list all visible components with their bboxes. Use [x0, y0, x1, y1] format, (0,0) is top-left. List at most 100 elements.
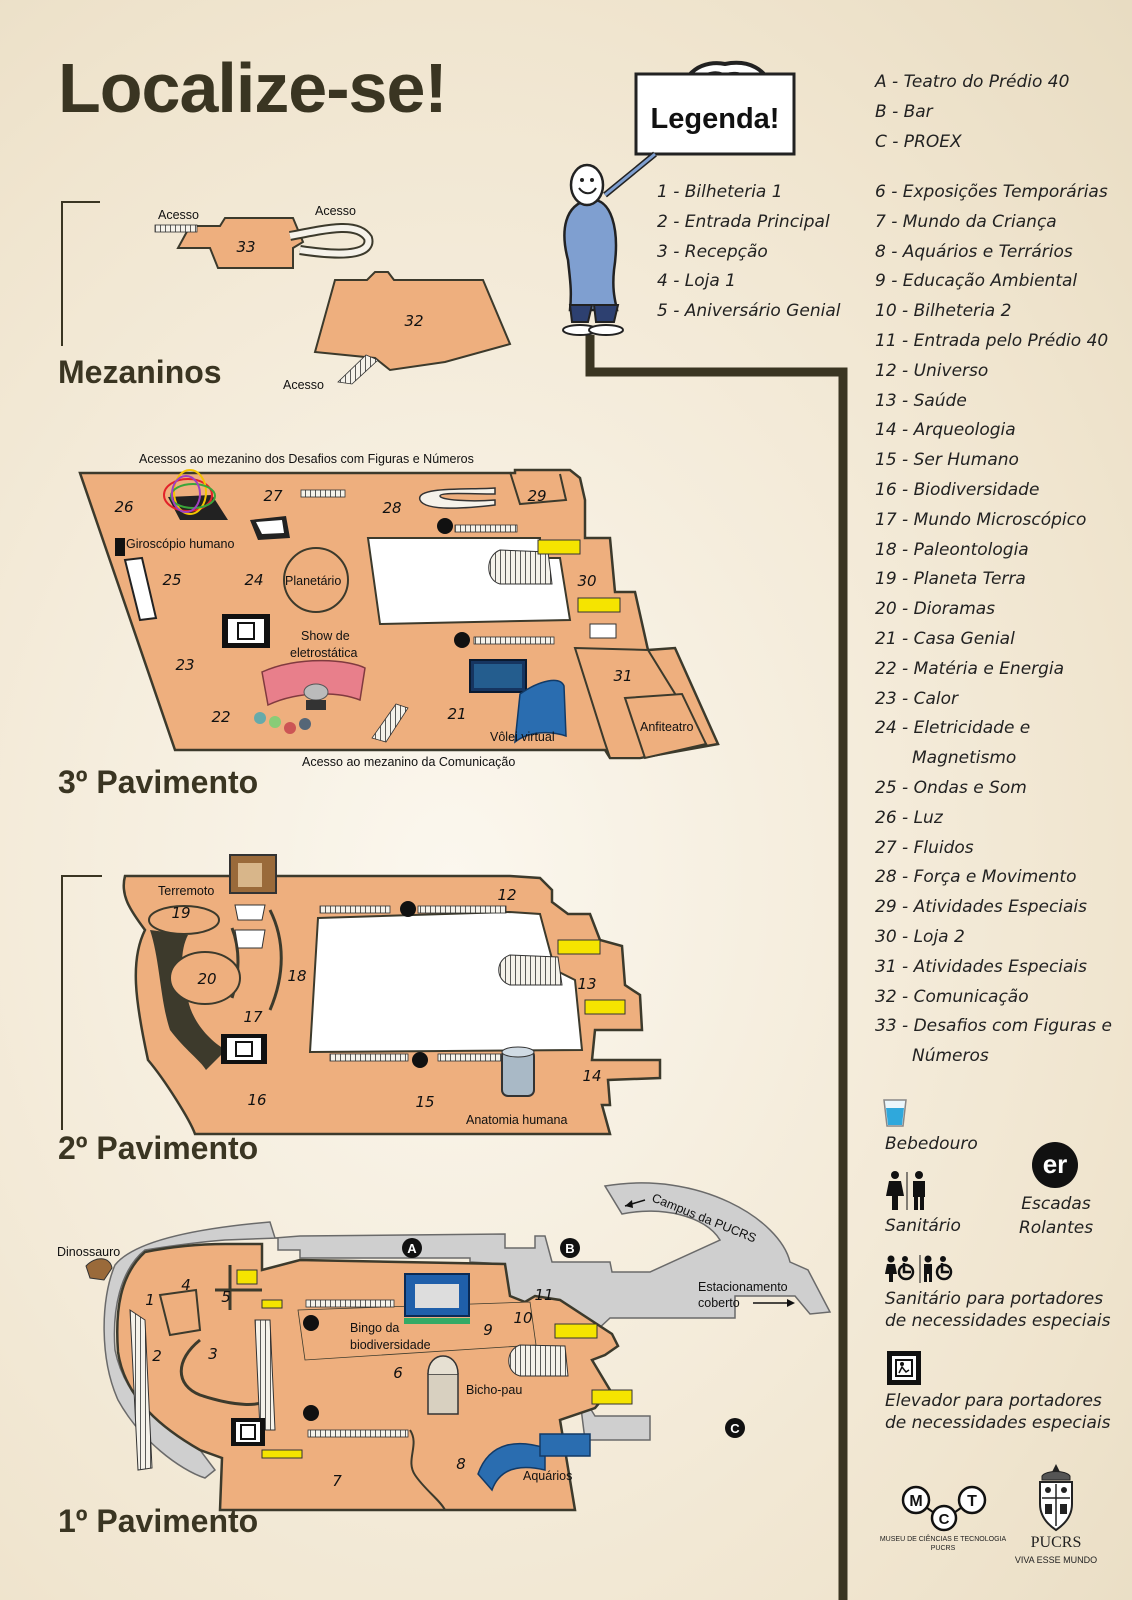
legend-item: 12 - Universo — [875, 360, 989, 381]
floor-title-3: 3º Pavimento — [58, 764, 259, 800]
legend-item: 31 - Atividades Especiais — [875, 956, 1088, 977]
pucrs-logo: PUCRS VIVA ESSE MUNDO — [1006, 1462, 1106, 1572]
legend-letters: A - Teatro do Prédio 40 B - Bar C - PROE… — [875, 68, 1069, 157]
area-number-3: 3 — [208, 1345, 218, 1363]
escalator-label: Escadas Rolantes — [1018, 1192, 1094, 1240]
floor-1-plan: A B C Dinossauro Bingo da biodiversidade… — [57, 1182, 832, 1512]
area-number-6: 6 — [393, 1364, 403, 1382]
legend-item: 11 - Entrada pelo Prédio 40 — [875, 330, 1109, 351]
label-show-line1: Show de — [301, 629, 350, 643]
legend-item: 15 - Ser Humano — [875, 450, 1019, 471]
marker-a: A — [407, 1241, 417, 1256]
accessible-toilet-line1: Sanitário para portadores — [885, 1289, 1104, 1309]
pucrs-name: PUCRS — [1030, 1534, 1082, 1551]
floor-3-plan: Acessos ao mezanino dos Desafios com Fig… — [78, 452, 720, 769]
legend-item: 16 - Biodiversidade — [875, 479, 1040, 500]
legend-item: 20 - Dioramas — [875, 599, 996, 620]
legend-list-left: 1 - Bilheteria 1 2 - Entrada Principal 3… — [657, 178, 840, 327]
area-number-2: 2 — [152, 1347, 162, 1365]
toilet-label: Sanitário — [885, 1216, 961, 1236]
mct-logo: M C T MUSEU DE CIÊNCIAS E TECNOLOGIA PUC… — [878, 1484, 1008, 1558]
area-number-31: 31 — [613, 667, 632, 685]
elevator-icon — [887, 1351, 921, 1385]
area-number-29: 29 — [527, 487, 546, 505]
legend-item: 29 - Atividades Especiais — [875, 897, 1088, 918]
legend-item: 22 - Matéria e Energia — [875, 658, 1065, 679]
legend-item: 8 - Aquários e Terrários — [875, 241, 1073, 262]
elevator-label: Elevador para portadores de necessidades… — [885, 1390, 1110, 1434]
area-number-17: 17 — [243, 1008, 263, 1026]
legend-item: 32 - Comunicação — [875, 986, 1029, 1007]
label-volei-virtual: Vôlei virtual — [490, 730, 555, 744]
area-number-24: 24 — [244, 571, 263, 589]
legend-item: 10 - Bilheteria 2 — [875, 301, 1012, 322]
area-number-32: 32 — [404, 312, 423, 330]
label-show-line2: eletrostática — [290, 646, 357, 660]
label-bingo-line1: Bingo da — [350, 1321, 399, 1335]
legend-item: 19 - Planeta Terra — [875, 569, 1026, 590]
area-number-28: 28 — [382, 499, 401, 517]
accessible-toilet-icon — [885, 1255, 953, 1283]
mct-pucrs: PUCRS — [930, 1545, 956, 1552]
label-estacionamento-line1: Estacionamento — [698, 1280, 788, 1294]
escalator-label-line1: Escadas — [1021, 1194, 1091, 1214]
floor-3-top-note: Acessos ao mezanino dos Desafios com Fig… — [139, 452, 474, 466]
floor-2-plan: Terremoto Anatomia humana 19 12 18 20 13… — [122, 854, 662, 1136]
escalator-icon: er — [1032, 1142, 1078, 1188]
label-aquarios: Aquários — [523, 1469, 572, 1483]
area-number-21: 21 — [447, 705, 466, 723]
area-number-23: 23 — [175, 656, 194, 674]
legend-item: 5 - Aniversário Genial — [657, 301, 841, 322]
floor-title-mezzanine: Mezaninos — [58, 354, 222, 390]
legend-item: 24 - Eletricidade e — [875, 718, 1031, 739]
label-giroscopio: Giroscópio humano — [126, 537, 234, 551]
area-number-11: 11 — [534, 1286, 553, 1304]
label-dinossauro: Dinossauro — [57, 1245, 120, 1259]
area-number-7: 7 — [332, 1472, 342, 1490]
pucrs-slogan: VIVA ESSE MUNDO — [1014, 1555, 1098, 1565]
toilet-icon — [886, 1171, 925, 1210]
page-title: Localize-se! — [58, 49, 448, 127]
legend-item: 13 - Saúde — [875, 390, 967, 411]
area-number-27: 27 — [263, 487, 283, 505]
legend-item: 26 - Luz — [875, 807, 943, 828]
escalator-label-line2: Rolantes — [1018, 1218, 1094, 1238]
area-number-1: 1 — [145, 1291, 155, 1309]
area-number-5: 5 — [221, 1288, 231, 1306]
legend-item: 33 - Desafios com Figuras e — [875, 1016, 1112, 1037]
legend-item: A - Teatro do Prédio 40 — [875, 72, 1070, 92]
area-number-19: 19 — [171, 904, 190, 922]
legend-item: C - PROEX — [875, 131, 962, 152]
mezz-access-label-3: Acesso — [283, 378, 324, 392]
mezz-access-label-2: Acesso — [315, 204, 356, 218]
legend-item: 14 - Arqueologia — [875, 420, 1016, 441]
legend-item: 27 - Fluidos — [875, 837, 974, 858]
marker-b: B — [565, 1241, 574, 1256]
legend-item: 18 - Paleontologia — [875, 539, 1029, 560]
mct-letter-t: T — [967, 1493, 977, 1510]
mct-letter-m: M — [909, 1493, 922, 1510]
label-bicho-pau: Bicho-pau — [466, 1383, 522, 1397]
area-number-13: 13 — [577, 975, 596, 993]
floor-title-1: 1º Pavimento — [58, 1503, 259, 1539]
area-number-12: 12 — [497, 886, 516, 904]
area-number-9: 9 — [483, 1321, 493, 1339]
water-glass-icon — [883, 1099, 907, 1127]
area-number-33: 33 — [236, 238, 255, 256]
area-number-30: 30 — [577, 572, 596, 590]
legend-item: 3 - Recepção — [657, 241, 768, 262]
legend-sign-text: Legenda! — [651, 103, 780, 135]
elevator-line2: de necessidades especiais — [885, 1413, 1111, 1433]
legend-item: 7 - Mundo da Criança — [875, 211, 1057, 232]
legend-item: 28 - Força e Movimento — [875, 867, 1077, 888]
floor-3-bottom-note: Acesso ao mezanino da Comunicação — [302, 755, 515, 769]
accessible-toilet-line2: de necessidades especiais — [885, 1311, 1111, 1331]
label-bingo-line2: biodiversidade — [350, 1338, 431, 1352]
legend-item: Magnetismo — [912, 748, 1017, 769]
marker-c: C — [730, 1421, 740, 1436]
legend-item: 1 - Bilheteria 1 — [657, 182, 783, 202]
legend-item: 6 - Exposições Temporárias — [875, 182, 1108, 202]
accessible-toilet-label: Sanitário para portadores de necessidade… — [885, 1288, 1110, 1332]
